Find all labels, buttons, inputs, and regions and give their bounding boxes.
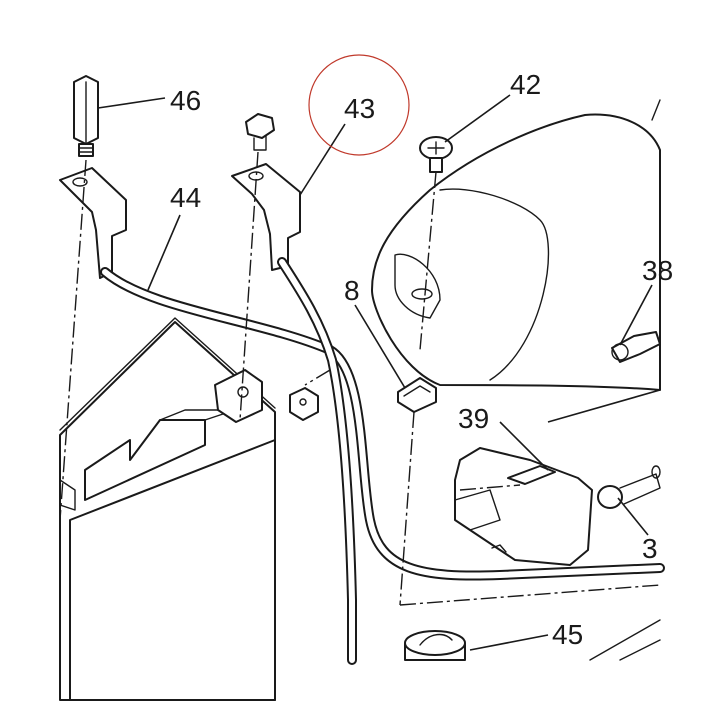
callout-46: 46 <box>170 85 201 116</box>
screw-part-42 <box>419 136 453 173</box>
callout-8: 8 <box>344 275 360 306</box>
spacer-part-46 <box>73 75 99 157</box>
cover-part <box>371 99 661 391</box>
callout-3: 3 <box>642 533 658 564</box>
clip-part-8 <box>397 377 437 413</box>
callout-44: 44 <box>170 182 201 213</box>
highlight-circle-43 <box>308 54 410 156</box>
callout-39: 39 <box>458 403 489 434</box>
callout-42: 42 <box>510 69 541 100</box>
bolt-part-3 <box>597 465 661 509</box>
callout-43: 43 <box>344 93 375 124</box>
battery <box>59 317 276 701</box>
assembly-axes <box>59 151 661 606</box>
callout-labels: 46 44 43 42 8 39 45 38 3 <box>170 69 673 650</box>
battery-terminal <box>214 369 319 423</box>
bolt-part <box>245 113 275 151</box>
cable-part-44 <box>100 257 665 665</box>
callout-38: 38 <box>642 255 673 286</box>
holder-part-39 <box>454 447 593 566</box>
callout-45: 45 <box>552 619 583 650</box>
leader-lines <box>97 94 661 651</box>
terminal-bracket-left <box>59 167 127 279</box>
cable-bracket-part-43 <box>231 163 301 271</box>
cap-part-45 <box>404 619 661 661</box>
